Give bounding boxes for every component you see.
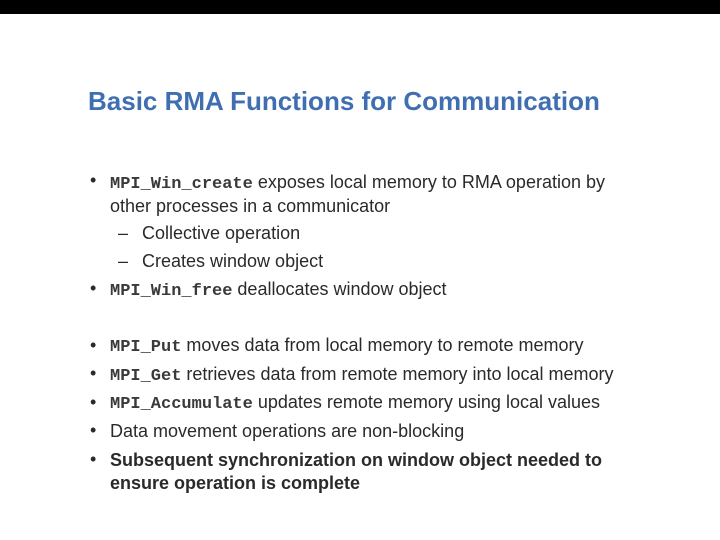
list-item-synchronization: Subsequent synchronization on window obj… xyxy=(110,450,603,470)
bullet-icon: • xyxy=(90,420,97,440)
bullet-icon: • xyxy=(90,363,97,383)
code-term: MPI_Win_create xyxy=(110,175,253,194)
item-text: exposes local memory to RMA operation by xyxy=(252,172,605,192)
bullet-icon: • xyxy=(90,335,97,355)
code-term: MPI_Win_free xyxy=(110,282,233,301)
code-term: MPI_Put xyxy=(110,338,182,357)
subitem-collective: Collective operation xyxy=(142,223,301,243)
list-item-win-free: MPI_Win_free deallocates window object xyxy=(110,278,447,303)
list-item-win-create-cont: other processes in a communicator xyxy=(110,196,391,216)
item-text: retrieves data from remote memory into l… xyxy=(181,364,614,384)
dash-icon: – xyxy=(118,223,129,243)
bullet-icon: • xyxy=(90,392,97,412)
list-item-non-blocking: Data movement operations are non-blockin… xyxy=(110,421,465,441)
list-item-synchronization-cont: ensure operation is complete xyxy=(110,473,361,493)
subitem-creates-window: Creates window object xyxy=(142,251,324,271)
bullet-icon: • xyxy=(90,278,97,298)
list-item-win-create: MPI_Win_create exposes local memory to R… xyxy=(110,171,605,196)
slide: Basic RMA Functions for Communication • … xyxy=(0,14,720,540)
code-term: MPI_Get xyxy=(110,367,182,386)
bullet-icon: • xyxy=(90,170,97,190)
dash-icon: – xyxy=(118,251,129,271)
item-text: updates remote memory using local values xyxy=(252,392,600,412)
slide-title: Basic RMA Functions for Communication xyxy=(88,86,600,116)
code-term: MPI_Accumulate xyxy=(110,395,253,414)
list-item-accumulate: MPI_Accumulate updates remote memory usi… xyxy=(110,391,600,416)
item-text: deallocates window object xyxy=(232,279,447,299)
item-text: moves data from local memory to remote m… xyxy=(181,335,584,355)
list-item-get: MPI_Get retrieves data from remote memor… xyxy=(110,363,614,388)
bullet-icon: • xyxy=(90,449,97,469)
list-item-put: MPI_Put moves data from local memory to … xyxy=(110,334,584,359)
